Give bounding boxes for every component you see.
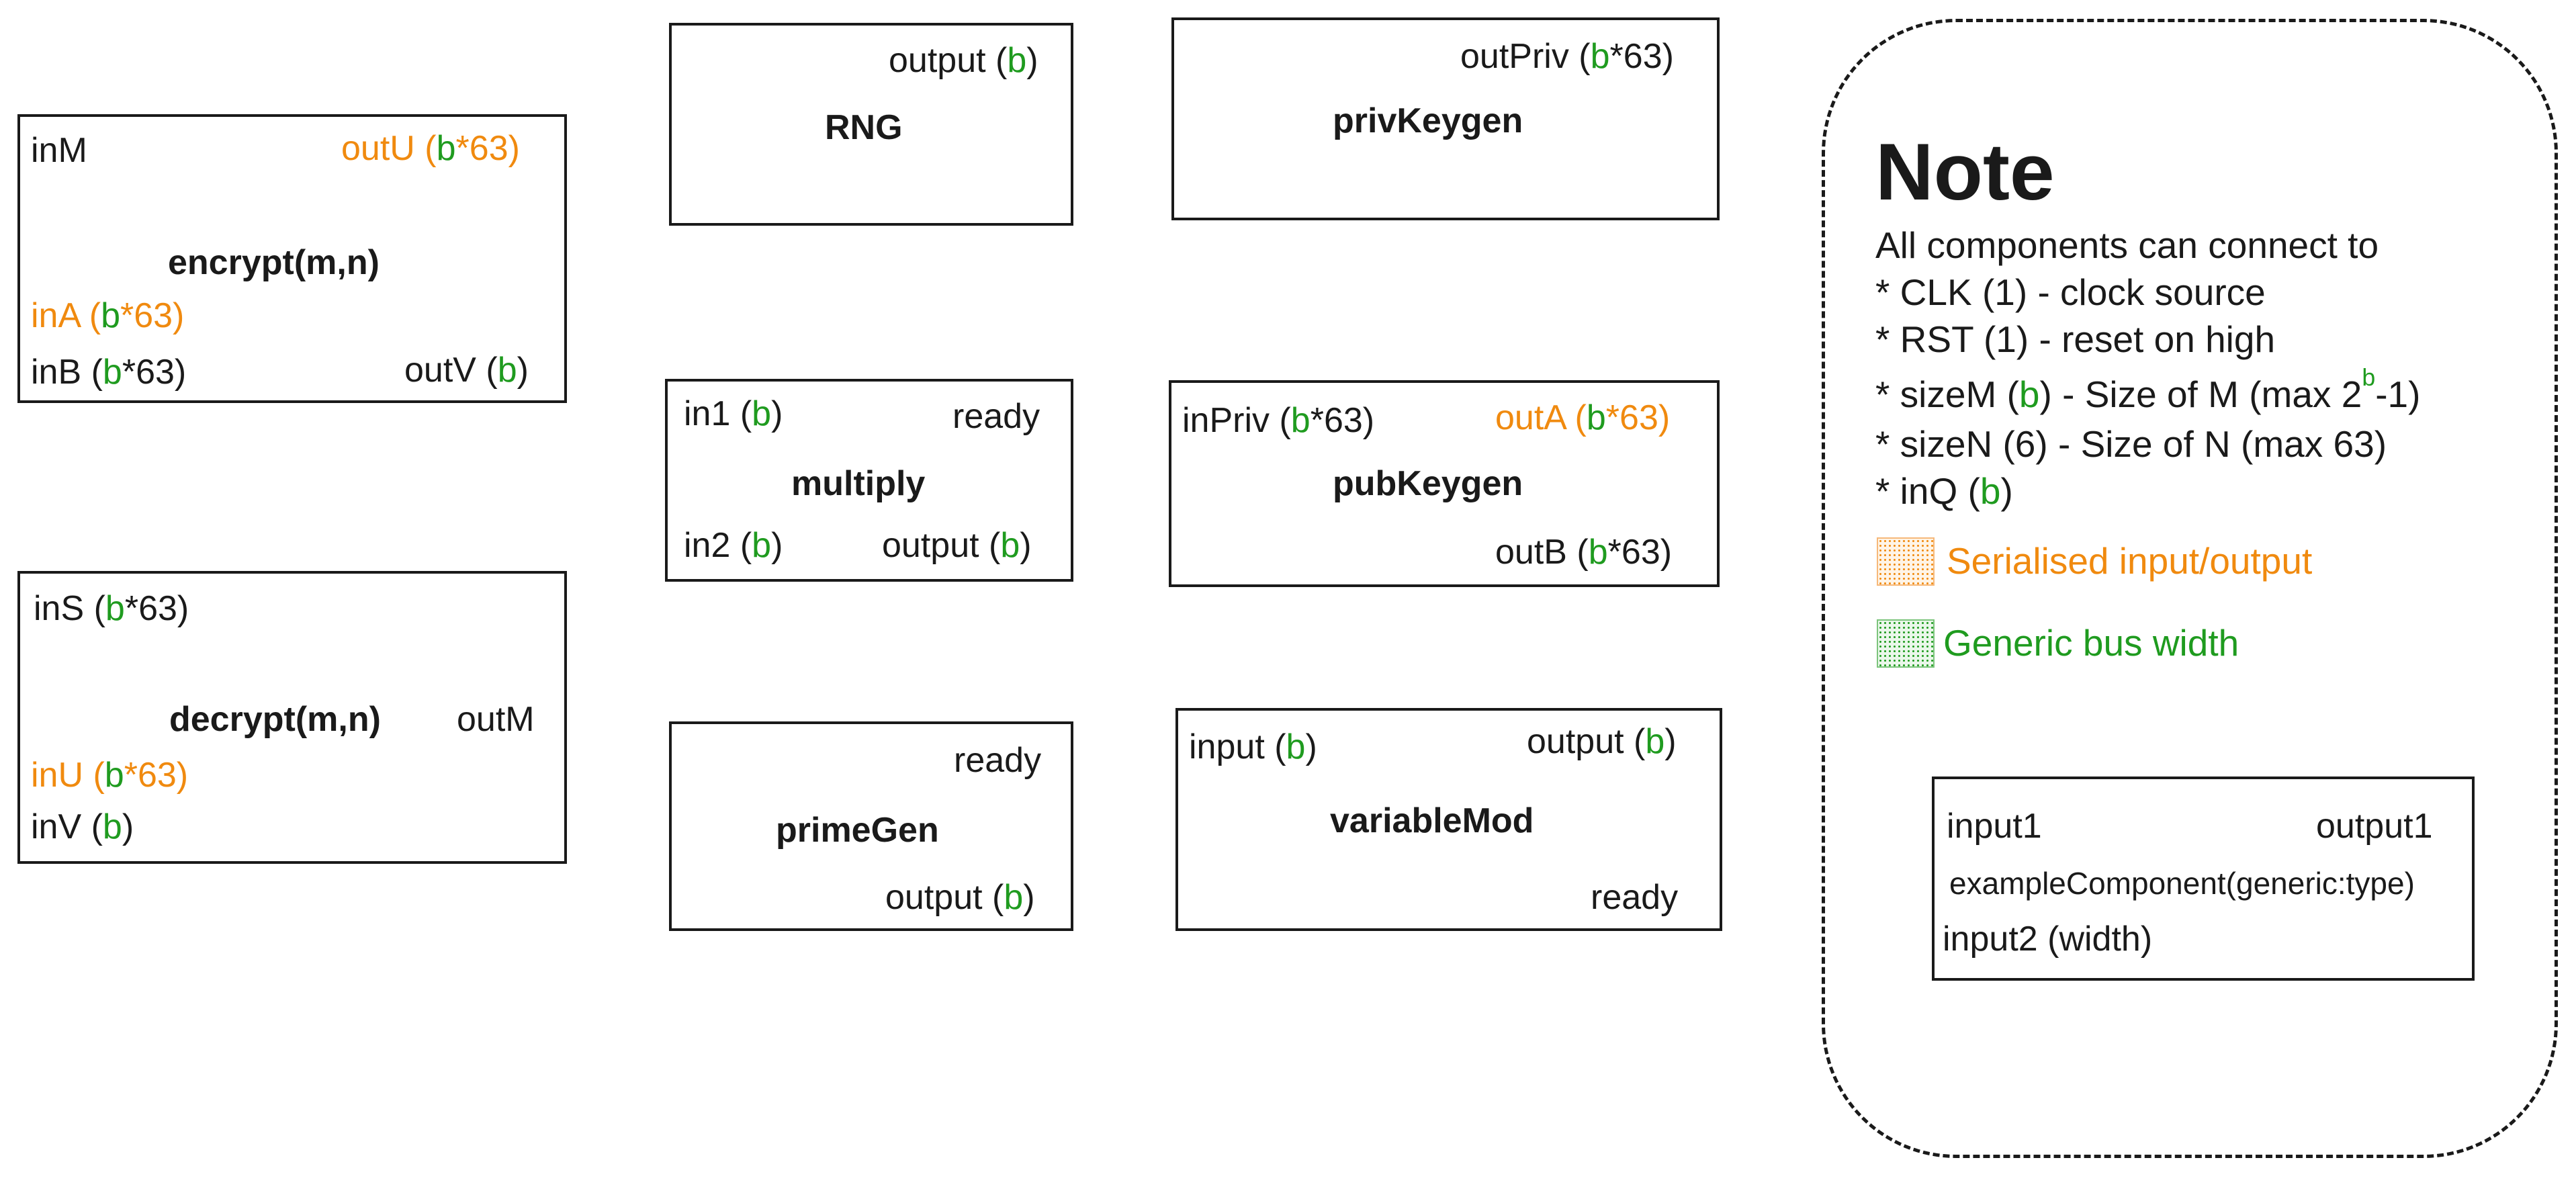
multiply-title: multiply — [791, 464, 926, 503]
note-clk: * CLK (1) - clock source — [1875, 271, 2266, 313]
decrypt-title: decrypt(m,n) — [169, 700, 381, 739]
legend-serialised-label: Serialised input/output — [1947, 540, 2313, 582]
pubkeygen-title: pubKeygen — [1333, 464, 1523, 503]
decrypt-component[interactable] — [17, 571, 567, 864]
decrypt-inS-port: inS (b*63) — [34, 589, 189, 628]
variablemod-input-port: input (b) — [1189, 727, 1317, 766]
example-component[interactable] — [1932, 777, 2475, 981]
note-panel — [1822, 19, 2558, 1158]
note-sizem: * sizeM (b) - Size of M (max 2b-1) — [1875, 363, 2421, 415]
note-intro: All components can connect to — [1875, 224, 2379, 266]
encrypt-title: encrypt(m,n) — [168, 243, 380, 282]
note-sizen: * sizeN (6) - Size of N (max 63) — [1875, 423, 2387, 465]
rng-title: RNG — [825, 108, 903, 147]
encrypt-outU-port: outU (b*63) — [341, 129, 520, 168]
note-rst: * RST (1) - reset on high — [1875, 318, 2276, 360]
generic-swatch — [1877, 619, 1935, 668]
note-title: Note — [1875, 127, 2055, 217]
multiply-component[interactable] — [665, 379, 1073, 582]
rng-component[interactable] — [669, 23, 1073, 226]
variablemod-component[interactable] — [1175, 708, 1722, 931]
legend-generic-label: Generic bus width — [1943, 622, 2239, 664]
variablemod-title: variableMod — [1330, 801, 1534, 840]
encrypt-inM-port: inM — [31, 131, 87, 170]
variablemod-output-port: output (b) — [1527, 722, 1677, 761]
multiply-in2-port: in2 (b) — [684, 526, 783, 565]
pubkeygen-outb-port: outB (b*63) — [1495, 533, 1673, 572]
privkeygen-outpriv-port: outPriv (b*63) — [1460, 37, 1674, 76]
decrypt-inV-port: inV (b) — [31, 807, 134, 846]
variablemod-ready-port: ready — [1591, 878, 1679, 917]
example-input2-port: input2 (width) — [1943, 920, 2153, 959]
privkeygen-component[interactable] — [1171, 17, 1720, 220]
decrypt-outM-port: outM — [457, 700, 535, 739]
multiply-output-port: output (b) — [882, 526, 1032, 565]
primegen-output-port: output (b) — [885, 878, 1035, 917]
primegen-component[interactable] — [669, 721, 1073, 931]
decrypt-inU-port: inU (b*63) — [31, 756, 189, 795]
example-title: exampleComponent(generic:type) — [1949, 866, 2415, 901]
pubkeygen-component[interactable] — [1169, 380, 1720, 587]
encrypt-inB-port: inB (b*63) — [31, 353, 187, 392]
serialised-swatch — [1877, 537, 1935, 586]
pubkeygen-inpriv-port: inPriv (b*63) — [1182, 401, 1375, 440]
primegen-ready-port: ready — [954, 741, 1042, 780]
multiply-in1-port: in1 (b) — [684, 394, 783, 433]
note-inq: * inQ (b) — [1875, 470, 2013, 512]
example-input1-port: input1 — [1947, 807, 2042, 846]
encrypt-component[interactable] — [17, 114, 567, 403]
encrypt-outV-port: outV (b) — [404, 351, 529, 390]
privkeygen-title: privKeygen — [1333, 101, 1523, 140]
pubkeygen-outa-port: outA (b*63) — [1495, 398, 1671, 437]
encrypt-inA-port: inA (b*63) — [31, 296, 185, 335]
example-output1-port: output1 — [2316, 807, 2433, 846]
primegen-title: primeGen — [776, 811, 939, 850]
rng-output-port: output (b) — [889, 41, 1038, 80]
multiply-ready-port: ready — [952, 397, 1040, 436]
